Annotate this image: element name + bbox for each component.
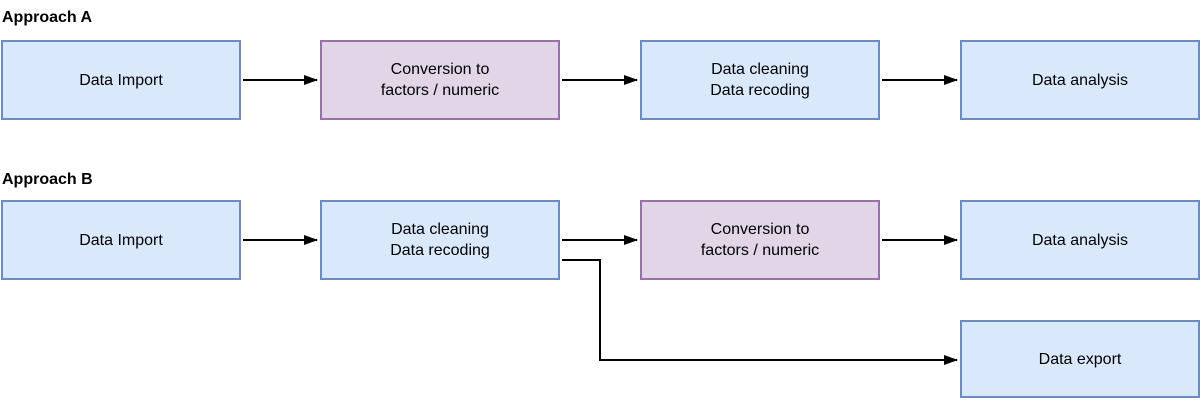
node-b-data-import: Data Import (1, 200, 241, 280)
node-label-line: Data cleaning (711, 61, 809, 78)
node-label: Data export (1038, 350, 1122, 368)
node-label: Data analysis (1031, 231, 1129, 249)
node-label: Data Import (79, 71, 163, 89)
node-a-cleaning-recoding: Data cleaning Data recoding (640, 40, 880, 120)
node-a-data-import: Data Import (1, 40, 241, 120)
node-label: Data analysis (1031, 71, 1129, 89)
node-label-line: Data cleaning (391, 221, 489, 238)
node-b-cleaning-recoding: Data cleaning Data recoding (320, 200, 560, 280)
node-label-line: Data recoding (710, 82, 810, 99)
node-b-data-export: Data export (960, 320, 1200, 398)
node-label-line: factors / numeric (380, 82, 500, 99)
node-label-line: Data recoding (390, 242, 490, 259)
node-b-data-analysis: Data analysis (960, 200, 1200, 280)
approach-b-title: Approach B (2, 171, 93, 188)
node-a-conversion: Conversion to factors / numeric (320, 40, 560, 120)
node-label-line: Conversion to (390, 61, 490, 78)
node-label-line: Conversion to (710, 221, 810, 238)
node-label: Data Import (79, 231, 163, 249)
node-label-line: factors / numeric (700, 242, 820, 259)
node-b-conversion: Conversion to factors / numeric (640, 200, 880, 280)
node-a-data-analysis: Data analysis (960, 40, 1200, 120)
approach-a-title: Approach A (2, 9, 93, 26)
